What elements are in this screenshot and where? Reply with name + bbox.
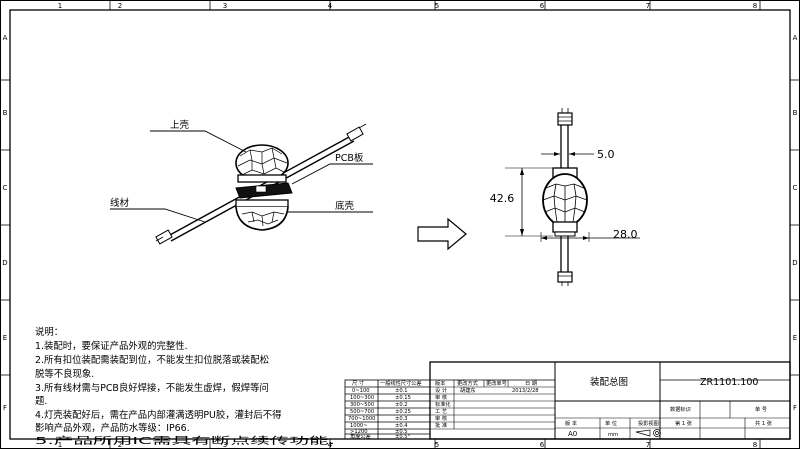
zone-row-f: F [3, 404, 7, 412]
sig-process: 工 艺 [435, 408, 447, 415]
zone-row-d-right: D [792, 259, 797, 267]
tol-range-1: 0~100 [352, 388, 370, 394]
zone-col-1: 1 [58, 2, 62, 10]
rev-header-version: 版本 [435, 379, 445, 387]
sheet-label: 单 号 [755, 405, 767, 413]
pcb-board-part [235, 182, 293, 199]
unit-label: 单 位 [605, 419, 617, 427]
notes-line-7: 影响产品外观，产品防水等级：IP66. [35, 422, 190, 434]
tol-value-6: ±0.4 [395, 423, 408, 429]
zone-row-e-right: E [793, 334, 797, 342]
dimension-height: 42.6 [490, 192, 515, 205]
tol-header-linear: 一般线性尺寸公差 [380, 379, 422, 387]
marking-label: 数据标识 [670, 405, 691, 413]
zone-col-4: 4 [328, 2, 333, 10]
version-label: 版 本 [565, 419, 577, 427]
tol-range-3: 300~500 [350, 402, 374, 408]
rev-header-number: 更改单号 [486, 379, 507, 387]
bottom-shell-part [235, 199, 289, 231]
tol-range-7: >1200 [350, 429, 368, 435]
notes-line-2: 2.所有扣位装配需装配到位，不能发生扣位脱落或装配松 [35, 354, 269, 366]
zone-col-3: 3 [223, 2, 227, 10]
notes-line-5: 题. [35, 396, 47, 407]
tol-value-7: ±0.5 [395, 429, 408, 435]
rev-header-method: 更改方式 [457, 379, 479, 387]
zone-col-8: 8 [753, 2, 757, 10]
dimension-diameter: 28.0 [613, 228, 638, 241]
exploded-assembly-view [110, 123, 373, 245]
zone-row-b-right: B [793, 109, 798, 117]
tol-range-2: 100~300 [350, 395, 374, 401]
notes-title: 说明： [35, 326, 63, 338]
zone-col-8-bottom: 8 [753, 441, 757, 449]
design-date: 2013/2/28 [512, 388, 539, 394]
sig-approve: 批 准 [435, 421, 447, 429]
zone-col-2-bottom: 2 [118, 441, 122, 449]
zone-col-6-bottom: 6 [540, 441, 545, 449]
drawing-number: ZR1101.100 [700, 377, 758, 388]
notes-line-6: 4.灯壳装配好后，需在产品内部灌满透明PU胶，灌封后不得 [35, 409, 281, 421]
tol-range-5: 700~1000 [348, 416, 375, 422]
unit-value: mm [608, 432, 618, 438]
zone-row-c-right: C [793, 184, 798, 192]
drawing-name: 装配总图 [590, 376, 628, 388]
sig-review-2: 审 核 [435, 414, 447, 422]
callout-wire: 线材 [110, 197, 130, 209]
zone-col-6: 6 [540, 2, 545, 10]
tol-value-8: ±0.5° [395, 434, 411, 440]
assembled-view [505, 108, 640, 286]
tol-header-size: 尺 寸 [352, 379, 364, 387]
tol-value-5: ±0.3 [395, 416, 408, 422]
rev-header-date: 日 期 [525, 380, 537, 387]
zone-col-7: 7 [646, 2, 650, 10]
zone-col-1-bottom: 1 [58, 441, 62, 449]
notes-line-3: 脱等不良现象. [35, 368, 94, 380]
direction-arrow-icon [417, 217, 467, 251]
tol-value-2: ±0.15 [395, 395, 411, 401]
version-value: A0 [568, 430, 577, 438]
projection-symbol-icon [635, 429, 661, 437]
dimension-width-top: 5.0 [597, 148, 615, 161]
total-label: 共 1 张 [755, 419, 773, 427]
zone-col-3-bottom: 3 [223, 441, 227, 449]
tol-range-4: 500~700 [350, 409, 374, 415]
zone-row-f-right: F [793, 404, 797, 412]
tol-value-3: ±0.2 [395, 402, 408, 408]
title-block [429, 361, 791, 440]
zone-row-e: E [3, 334, 7, 342]
callout-pcb-board: PCB板 [335, 152, 364, 164]
upper-shell-part [235, 144, 289, 183]
zone-row-c: C [3, 184, 8, 192]
tol-range-8: 角度公差 [350, 432, 371, 440]
scale-label: 第 1 张 [675, 419, 693, 427]
zone-col-5-bottom: 5 [435, 441, 439, 449]
zone-row-d: D [2, 259, 7, 267]
zone-row-a: A [3, 34, 8, 42]
sig-review: 审 核 [435, 393, 447, 401]
tol-value-1: ±0.1 [395, 388, 408, 394]
zone-row-a-right: A [793, 34, 798, 42]
zone-row-b: B [3, 109, 8, 117]
zone-col-7-bottom: 7 [646, 441, 650, 449]
designer-name: 胡建东 [460, 386, 476, 394]
projection-label: 投影视图 [638, 419, 659, 427]
sig-standard: 标准化 [435, 400, 451, 408]
zone-col-2: 2 [118, 2, 122, 10]
zone-col-4-bottom: 4 [328, 441, 333, 449]
zone-col-5: 5 [435, 2, 439, 10]
callout-upper-shell: 上壳 [170, 119, 190, 131]
technical-notes: 说明： 1.装配时，要保证产品外观的完整性. 2.所有扣位装配需装配到位，不能发… [35, 326, 335, 447]
notes-line-4: 3.所有线材需与PCB良好焊接，不能发生虚焊，假焊等问 [35, 382, 269, 394]
tol-value-4: ±0.25 [395, 409, 411, 415]
sig-design: 设 计 [435, 386, 447, 394]
notes-line-1: 1.装配时，要保证产品外观的完整性. [35, 340, 188, 352]
tol-range-6: 1000~ [350, 423, 368, 429]
notes-line-8: 5.产品所用IC需具有断点续传功能. [35, 435, 335, 447]
callout-bottom-shell: 底壳 [335, 200, 355, 212]
